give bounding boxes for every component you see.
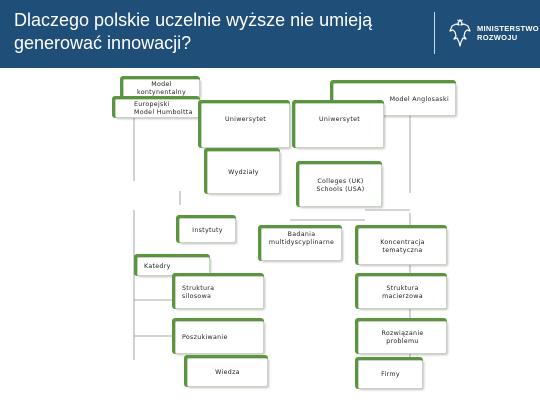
rozwiazanie-label-1: Rozwiązanie: [381, 329, 424, 337]
badania-label-1: Badania: [287, 231, 316, 238]
model-anglosaski-box: Model Anglosaski: [330, 80, 456, 116]
poszukiwanie-label: Poszukiwanie: [182, 333, 228, 341]
wiedza-label: Wiedza: [215, 368, 240, 376]
koncentracja-box: Koncentracja tematyczna: [355, 225, 447, 265]
ministry-name: MINISTERSTWO ROZWOJU: [477, 24, 539, 42]
title-line-2: generować innowacji?: [14, 33, 192, 53]
struktura-silosowa-label-1: Struktura: [182, 284, 215, 292]
europejski-label: Europejski: [134, 100, 170, 108]
rozwiazanie-label-2: problemu: [386, 337, 419, 345]
katedry-box: Katedry: [134, 254, 210, 276]
university-models-diagram: Model kontynentalny Europejski Model Hum…: [0, 68, 540, 405]
katedry-label: Katedry: [144, 262, 171, 270]
uniwersytet-right-box: Uniwersytet: [292, 100, 384, 148]
slide-header: Dlaczego polskie uczelnie wyższe nie umi…: [0, 0, 540, 68]
wydzialy-label: Wydziały: [228, 168, 259, 176]
model-kontynentalny-label-2: kontynentalny: [136, 88, 186, 96]
struktura-macierzowa-label-1: Struktura: [386, 284, 419, 292]
koncentracja-label-2: tematyczna: [382, 246, 423, 254]
title-line-1: Dlaczego polskie uczelnie wyższe nie umi…: [14, 10, 373, 30]
badania-label-2: multidyscyplinarne: [268, 239, 335, 246]
wiedza-box: Wiedza: [184, 355, 268, 387]
slide-title: Dlaczego polskie uczelnie wyższe nie umi…: [14, 9, 394, 55]
struktura-macierzowa-label-2: macierzowa: [382, 292, 423, 300]
colleges-label: Colleges (UK): [317, 177, 364, 185]
poszukiwanie-box: Poszukiwanie: [172, 318, 264, 354]
schools-label: Schools (USA): [316, 185, 365, 193]
struktura-silosowa-label-2: silosowa: [182, 292, 212, 300]
uniwersytet-right-label: Uniwersytet: [318, 116, 361, 123]
uniwersytet-left-label: Uniwersytet: [224, 116, 267, 123]
rozwiazanie-box: Rozwiązanie problemu: [355, 318, 447, 354]
firmy-box: Firmy: [355, 357, 423, 389]
model-anglosaski-label: Model Anglosaski: [389, 95, 449, 103]
eagle-emblem-icon: [449, 19, 471, 47]
badania-box: Badania multidyscyplinarne: [258, 225, 342, 261]
ministry-line-1: MINISTERSTWO: [477, 24, 539, 33]
instytuty-box: Instytuty: [176, 215, 236, 243]
wydzialy-box: Wydziały: [204, 148, 280, 194]
koncentracja-label-1: Koncentracja: [380, 238, 425, 246]
instytuty-label: Instytuty: [192, 226, 223, 234]
model-kontynentalny-label-1: Model: [151, 80, 172, 88]
europejski-box: Europejski Model Humboltta: [112, 96, 200, 118]
struktura-silosowa-box: Struktura silosowa: [172, 273, 264, 309]
struktura-macierzowa-box: Struktura macierzowa: [355, 273, 447, 309]
humboldt-label: Model Humboltta: [134, 108, 193, 116]
firmy-label: Firmy: [381, 370, 400, 378]
header-divider: [434, 12, 435, 54]
uniwersytet-left-box: Uniwersytet: [198, 100, 290, 148]
ministry-line-2: ROZWOJU: [477, 33, 518, 42]
model-kontynentalny-box: Model kontynentalny: [120, 76, 200, 98]
colleges-box: Colleges (UK) Schools (USA): [296, 161, 382, 207]
